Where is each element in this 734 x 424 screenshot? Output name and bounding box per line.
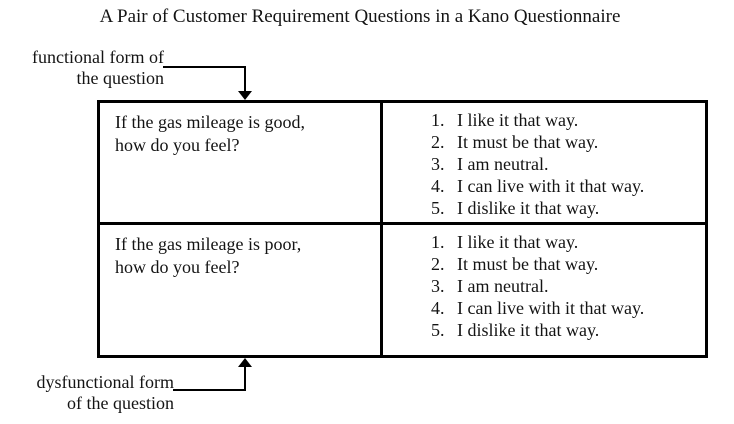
dysfunctional-question-cell: If the gas mileage is poor, how do you f… (100, 225, 383, 355)
option-number: 4. (431, 298, 445, 318)
option-text: I am neutral. (457, 154, 549, 174)
dysfunctional-question-line1: If the gas mileage is poor, (115, 234, 302, 254)
arrow-up-icon (238, 358, 252, 367)
option-number: 3. (431, 154, 445, 174)
option-item: 3. I am neutral. (431, 275, 701, 297)
option-text: I like it that way. (457, 110, 579, 130)
functional-form-label-line1: functional form of (32, 47, 164, 67)
option-text: I am neutral. (457, 276, 549, 296)
option-text: I dislike it that way. (457, 198, 600, 218)
option-number: 4. (431, 176, 445, 196)
functional-question-line1: If the gas mileage is good, (115, 112, 305, 132)
option-text: I dislike it that way. (457, 320, 600, 340)
option-item: 1. I like it that way. (431, 231, 701, 253)
option-number: 1. (431, 110, 445, 130)
dysfunctional-form-label-line1: dysfunctional form (36, 372, 174, 392)
option-number: 3. (431, 276, 445, 296)
arrow-down-icon (238, 91, 252, 100)
option-text: It must be that way. (457, 254, 599, 274)
functional-form-label: functional form of the question (8, 47, 164, 89)
option-text: I like it that way. (457, 232, 579, 252)
option-number: 2. (431, 132, 445, 152)
option-item: 5. I dislike it that way. (431, 319, 701, 341)
option-item: 3. I am neutral. (431, 153, 701, 175)
option-number: 5. (431, 320, 445, 340)
dysfunctional-connector-horizontal-line (173, 389, 246, 391)
dysfunctional-options-cell: 1. I like it that way. 2. It must be tha… (383, 225, 705, 355)
option-text: It must be that way. (457, 132, 599, 152)
functional-question-cell: If the gas mileage is good, how do you f… (100, 103, 383, 225)
option-item: 4. I can live with it that way. (431, 175, 701, 197)
functional-options-cell: 1. I like it that way. 2. It must be tha… (383, 103, 705, 225)
option-item: 4. I can live with it that way. (431, 297, 701, 319)
functional-connector-vertical-line (244, 66, 246, 92)
option-number: 5. (431, 198, 445, 218)
option-number: 2. (431, 254, 445, 274)
option-item: 1. I like it that way. (431, 109, 701, 131)
dysfunctional-question-line2: how do you feel? (115, 257, 240, 277)
option-number: 1. (431, 232, 445, 252)
option-item: 2. It must be that way. (431, 253, 701, 275)
dysfunctional-form-label-line2: of the question (67, 393, 174, 413)
option-text: I can live with it that way. (457, 176, 645, 196)
option-item: 5. I dislike it that way. (431, 197, 701, 219)
option-item: 2. It must be that way. (431, 131, 701, 153)
figure-title: A Pair of Customer Requirement Questions… (99, 6, 621, 27)
option-text: I can live with it that way. (457, 298, 645, 318)
dysfunctional-form-label: dysfunctional form of the question (6, 372, 174, 414)
question-table: If the gas mileage is good, how do you f… (97, 100, 708, 358)
functional-connector-horizontal-line (163, 66, 246, 68)
functional-form-label-line2: the question (76, 68, 165, 88)
dysfunctional-connector-vertical-line (244, 366, 246, 391)
functional-question-line2: how do you feel? (115, 135, 240, 155)
